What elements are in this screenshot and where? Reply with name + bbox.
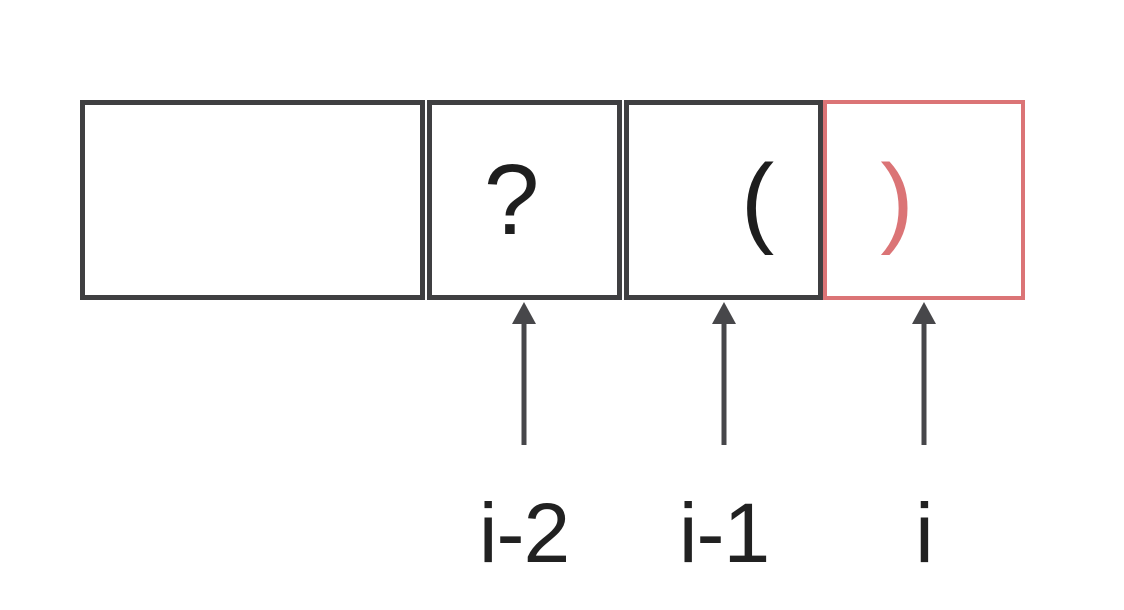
array-cell-empty — [80, 100, 425, 300]
open-paren-symbol: ( — [740, 144, 775, 256]
array-cell-i-highlighted: ) — [823, 100, 1025, 300]
close-paren-symbol: ) — [880, 144, 914, 256]
array-cell-i-minus-2: ? — [427, 100, 622, 300]
array-cell-i-minus-1: ( — [624, 100, 823, 300]
up-arrow-i-minus-1 — [712, 302, 736, 445]
up-arrow-i-minus-2 — [512, 302, 536, 445]
question-mark-symbol: ? — [483, 144, 540, 256]
up-arrow-i — [912, 302, 936, 445]
index-label-i-minus-1: i-1 — [678, 486, 770, 580]
index-label-i-minus-2: i-2 — [478, 486, 570, 580]
index-label-i: i — [915, 486, 934, 580]
